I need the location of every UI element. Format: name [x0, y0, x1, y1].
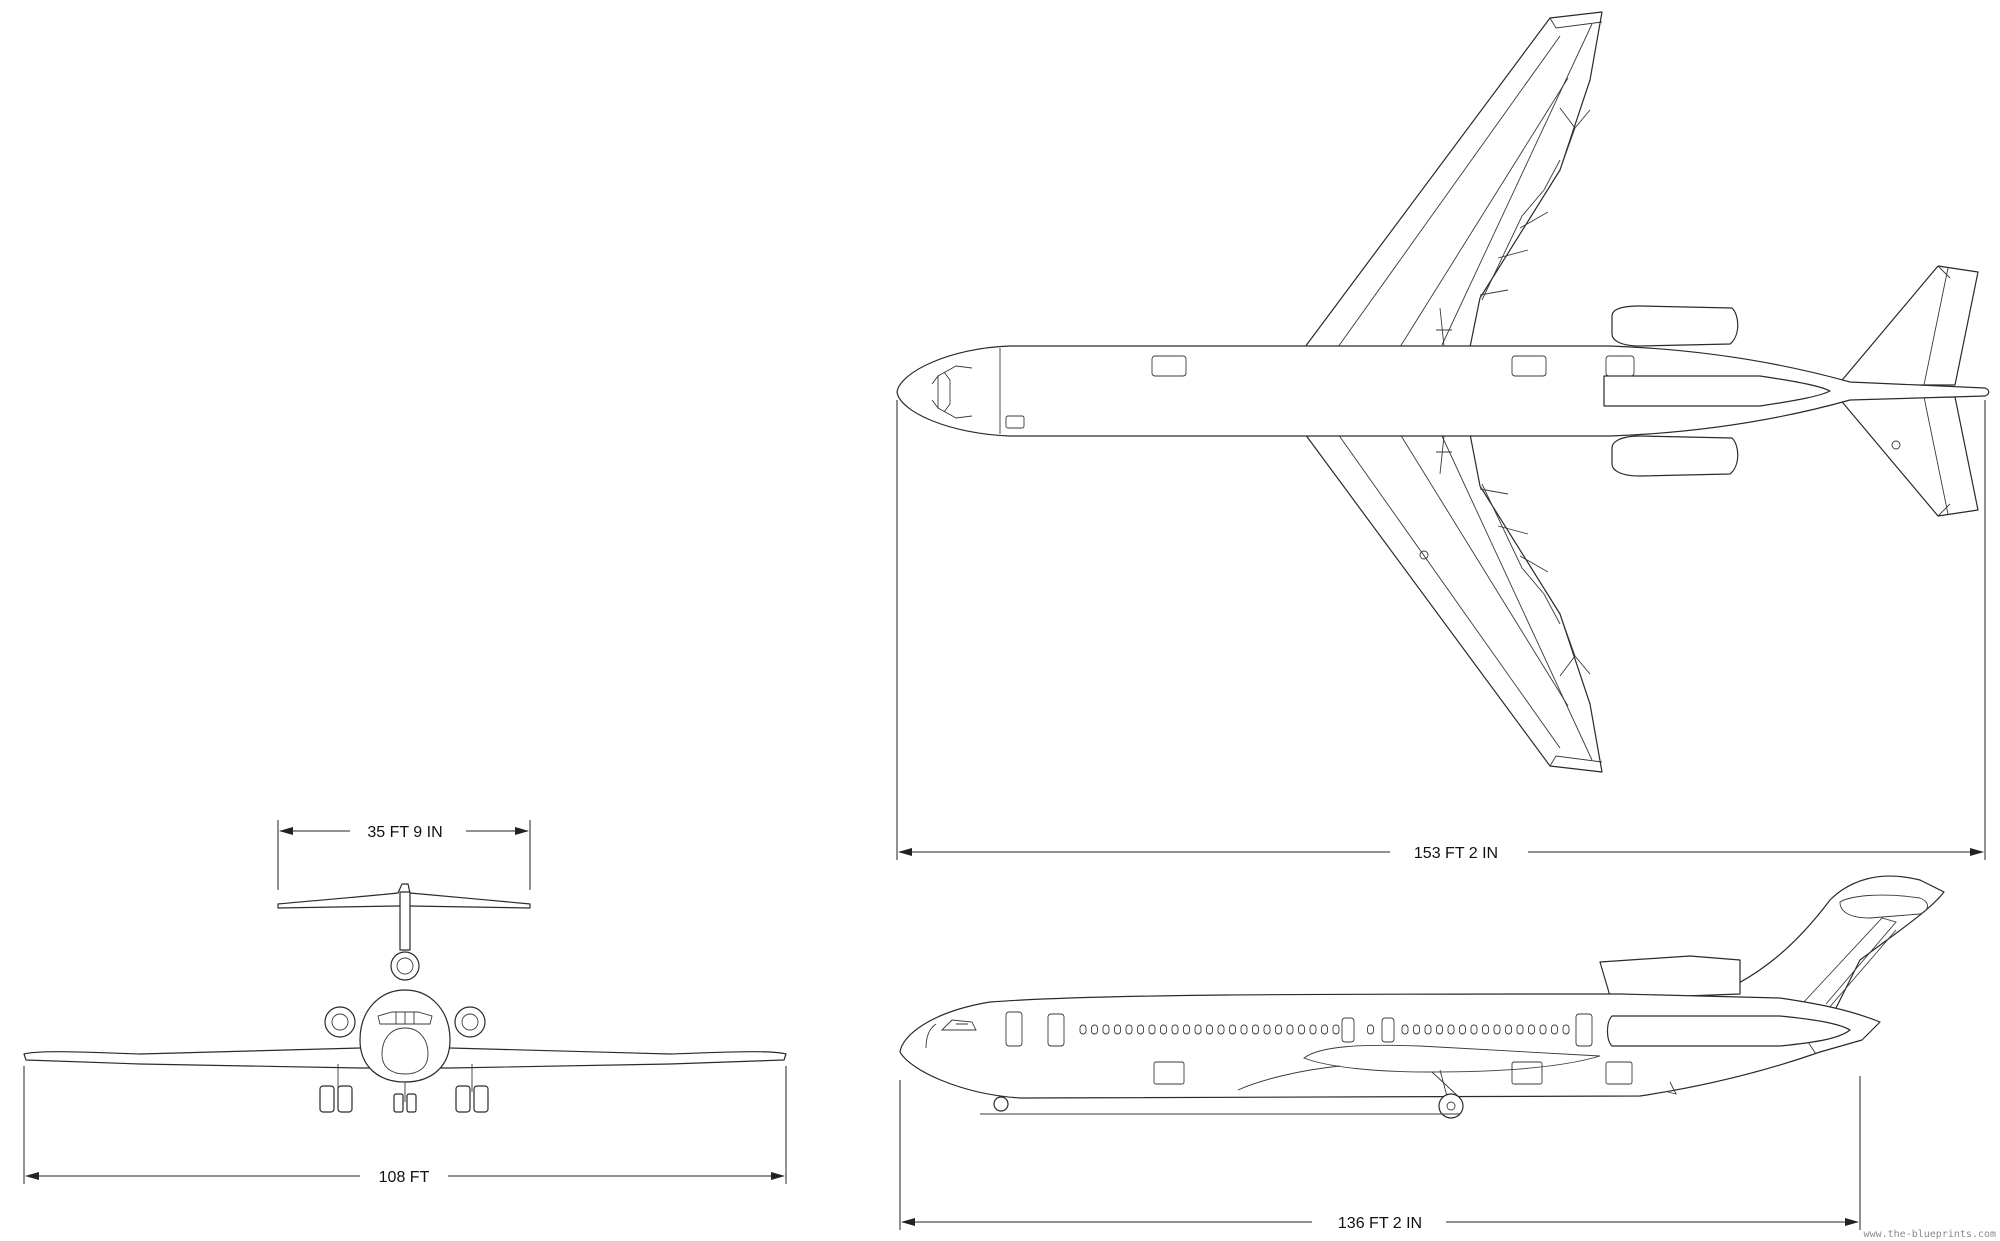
side-view-window — [1206, 1024, 1213, 1035]
side-view-window — [1114, 1024, 1121, 1035]
dimension-label-wingspan: 108 FT — [379, 1169, 430, 1186]
side-view-window — [1286, 1024, 1294, 1035]
side-view-window — [1424, 1024, 1432, 1035]
side-view — [899, 875, 1945, 1119]
dimension-front-tail-span: 35 FT 9 IN — [277, 820, 531, 890]
side-view-window — [1275, 1024, 1282, 1035]
side-view-window — [1079, 1024, 1087, 1035]
side-view-main-wheel — [1438, 1093, 1464, 1119]
side-view-window — [1217, 1024, 1225, 1035]
side-view-window — [1194, 1024, 1202, 1035]
front-view — [23, 883, 787, 1113]
side-view-window — [1539, 1024, 1547, 1035]
side-view-window — [1229, 1024, 1236, 1035]
side-view-centre-engine — [1599, 955, 1741, 999]
side-view-window — [1137, 1024, 1144, 1035]
top-view-upper-stabilizer — [1837, 265, 1979, 386]
dimension-wingspan: 108 FT — [23, 1066, 787, 1186]
side-view-window — [1562, 1024, 1570, 1035]
side-view-window-row — [1079, 1024, 1570, 1035]
side-view-window — [1470, 1024, 1478, 1035]
side-view-window — [1482, 1024, 1489, 1035]
side-view-window — [1321, 1024, 1328, 1035]
dimension-label-side-length: 136 FT 2 IN — [1338, 1215, 1422, 1232]
side-view-window — [1367, 1024, 1374, 1035]
dimension-side-length: 136 FT 2 IN — [899, 1076, 1861, 1232]
side-view-window — [1240, 1024, 1248, 1035]
top-view-lower-engine — [1611, 435, 1739, 477]
side-view-window — [1528, 1024, 1535, 1035]
side-view-side-engine — [1606, 1015, 1851, 1047]
top-view-lower-wing — [1304, 433, 1603, 773]
side-view-window — [1516, 1024, 1524, 1035]
side-view-window — [1171, 1024, 1179, 1035]
side-view-window — [1309, 1024, 1317, 1035]
front-view-left-engine — [324, 1006, 356, 1038]
side-view-window — [1332, 1024, 1340, 1035]
side-view-window — [1436, 1024, 1443, 1035]
side-view-window — [1505, 1024, 1512, 1035]
side-view-window — [1252, 1024, 1259, 1035]
top-view — [896, 11, 1990, 773]
side-view-window — [1413, 1024, 1420, 1035]
side-view-window — [1401, 1024, 1409, 1035]
front-view-fin — [399, 891, 411, 951]
side-view-window — [1459, 1024, 1466, 1035]
side-view-window — [1183, 1024, 1190, 1035]
top-view-fuselage — [896, 345, 1990, 437]
top-view-upper-wing — [1304, 11, 1603, 348]
side-view-window — [1447, 1024, 1455, 1035]
top-view-upper-engine — [1611, 305, 1739, 347]
side-view-window — [1551, 1024, 1558, 1035]
side-view-window — [1091, 1024, 1098, 1035]
top-view-lower-stabilizer — [1837, 396, 1979, 517]
watermark: www.the-blueprints.com — [1864, 1229, 1996, 1240]
top-view-centre-engine — [1603, 375, 1831, 407]
side-view-window — [1493, 1024, 1501, 1035]
front-view-centre-engine — [390, 951, 420, 981]
dimension-top-length: 153 FT 2 IN — [896, 400, 1986, 862]
dimension-label-top-length: 153 FT 2 IN — [1414, 845, 1498, 862]
side-view-window — [1160, 1024, 1167, 1035]
front-view-fuselage — [359, 989, 451, 1083]
side-view-window — [1125, 1024, 1133, 1035]
front-view-right-engine — [454, 1006, 486, 1038]
side-view-window — [1298, 1024, 1305, 1035]
side-view-nose-wheel — [993, 1096, 1009, 1112]
side-view-window — [1148, 1024, 1156, 1035]
dimension-label-tail-span: 35 FT 9 IN — [367, 824, 442, 841]
side-view-window — [1102, 1024, 1110, 1035]
side-view-window — [1263, 1024, 1271, 1035]
